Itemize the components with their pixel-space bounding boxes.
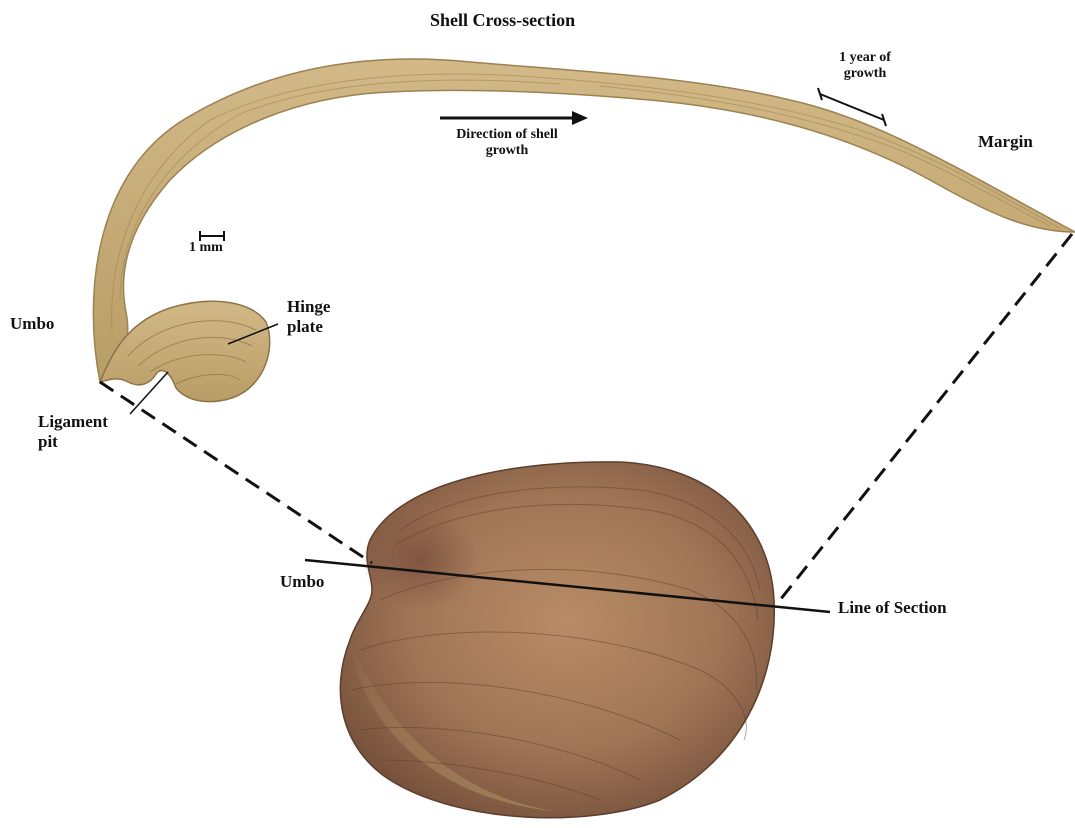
clam-shell xyxy=(340,462,774,818)
margin-label: Margin xyxy=(978,132,1033,152)
direction-label: Direction of shell growth xyxy=(452,127,562,159)
title: Shell Cross-section xyxy=(430,10,575,31)
ligament-pit-label: Ligament pit xyxy=(38,412,130,451)
scale-label: 1 mm xyxy=(189,240,223,256)
umbo-section-label: Umbo xyxy=(10,314,54,334)
growth-direction-arrow xyxy=(440,111,588,125)
line-of-section-label: Line of Section xyxy=(838,598,947,618)
year-growth-label: 1 year of growth xyxy=(832,50,898,82)
shell-cross-section xyxy=(93,59,1075,402)
hinge-plate-label: Hinge plate xyxy=(287,297,347,336)
umbo-shell-label: Umbo xyxy=(280,572,324,592)
